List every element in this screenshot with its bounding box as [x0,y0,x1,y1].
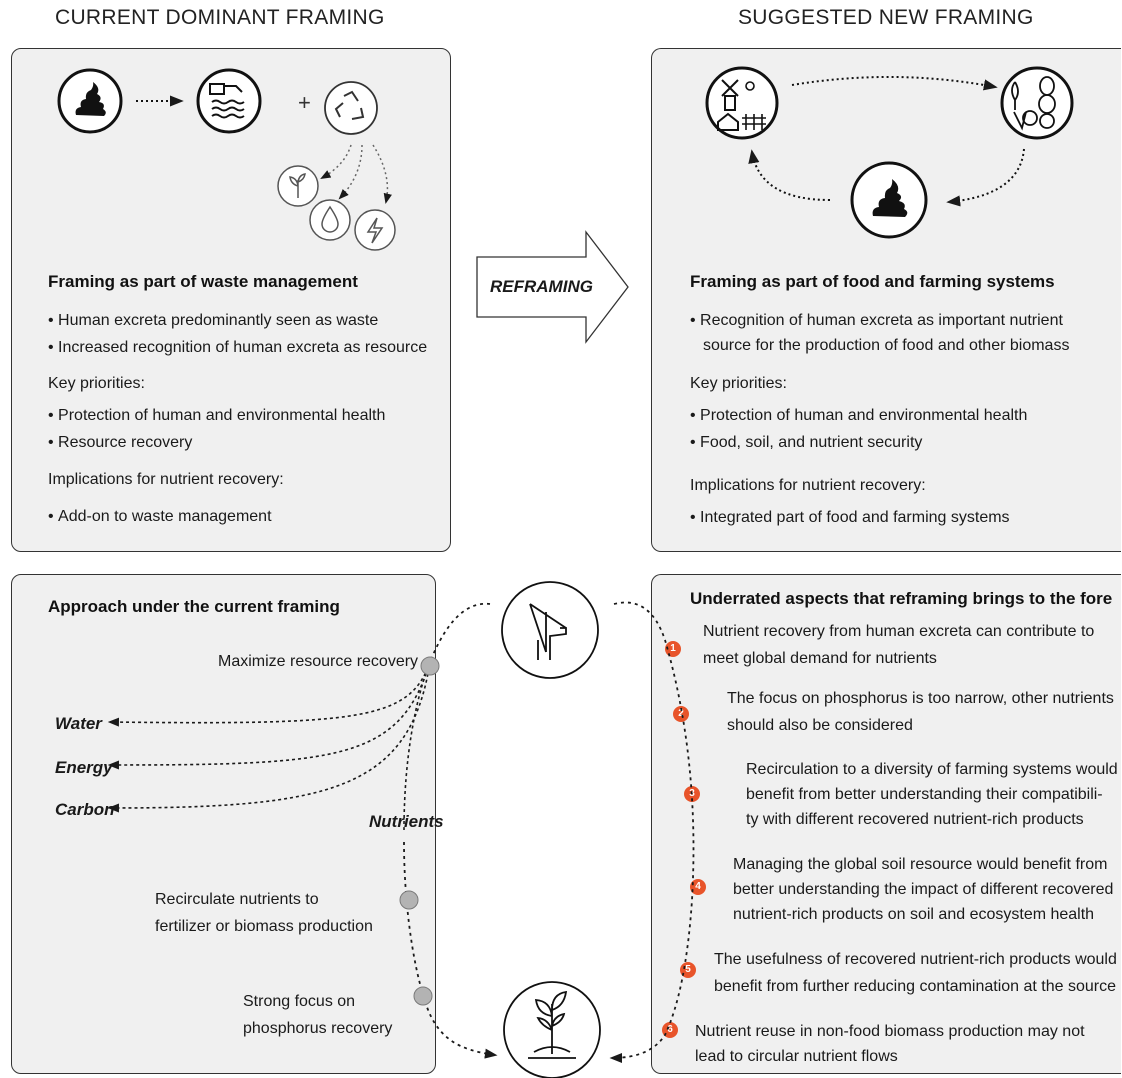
wastewater-icon [196,68,262,134]
nutrients-label: Nutrients [369,812,444,831]
header-suggested-framing: SUGGESTED NEW FRAMING [738,6,1034,29]
marker-maximize [420,656,440,676]
recycle-icon [324,81,378,135]
water-drop-icon [309,199,351,241]
food-icon [1000,66,1074,140]
cycle-excreta-icon [850,161,928,239]
svg-text:+: + [298,90,311,115]
output-energy: Energy [55,758,113,777]
waste-priority-2: Resource recovery [48,432,192,453]
toilet-icon [501,581,599,679]
aspect-badge-2: 2 [673,706,689,722]
aspect-4-line-3: nutrient-rich products on soil and ecosy… [733,906,1095,923]
waste-priorities-label: Key priorities: [48,375,145,392]
excreta-icon [57,68,123,134]
marker-recirculate [399,890,419,910]
food-priorities-label: Key priorities: [690,375,787,392]
marker-phosphorus [413,986,433,1006]
aspect-3-line-3: ty with different recovered nutrient-ric… [746,811,1084,828]
header-current-framing: CURRENT DOMINANT FRAMING [55,6,385,29]
recirculate-line-1: Recirculate nutrients to [155,891,319,908]
waste-bullet-2: Increased recognition of human excreta a… [48,337,427,358]
reframing-label: REFRAMING [490,277,593,296]
sprout-icon [503,981,601,1078]
output-carbon: Carbon [55,800,115,819]
aspect-6-line-1: Nutrient reuse in non-food biomass produ… [695,1023,1085,1040]
aspect-3-line-1: Recirculation to a diversity of farming … [746,761,1118,778]
aspect-badge-4: 4 [690,879,706,895]
food-implication-1: Integrated part of food and farming syst… [690,507,1010,528]
waste-implications-label: Implications for nutrient recovery: [48,471,284,488]
aspect-5-line-1: The usefulness of recovered nutrient-ric… [714,951,1117,968]
waste-bullet-1: Human excreta predominantly seen as wast… [48,310,378,331]
food-bullet-line-2: source for the production of food and ot… [703,337,1070,354]
food-framing-title: Framing as part of food and farming syst… [690,272,1055,291]
waste-priority-1: Protection of human and environmental he… [48,405,385,426]
waste-implication-1: Add-on to waste management [48,506,271,527]
food-bullet-line-1: Recognition of human excreta as importan… [690,310,1063,331]
aspect-badge-1: 1 [665,641,681,657]
approach-title: Approach under the current framing [48,597,340,616]
food-implications-label: Implications for nutrient recovery: [690,477,926,494]
farm-icon [705,66,779,140]
plant-icon [277,165,319,207]
aspect-6-line-2: lead to circular nutrient flows [695,1048,898,1065]
aspect-5-line-2: benefit from further reducing contaminat… [714,978,1116,995]
panel-underrated-aspects [651,574,1121,1074]
maximize-label: Maximize resource recovery [218,653,419,670]
aspect-3-line-2: benefit from better understanding their … [746,786,1103,803]
focus-line-2: phosphorus recovery [243,1020,393,1037]
output-water: Water [55,714,102,733]
aspect-4-line-1: Managing the global soil resource would … [733,856,1108,873]
energy-icon [354,209,396,251]
aspect-2-line-2: should also be considered [727,717,913,734]
food-priority-2: Food, soil, and nutrient security [690,432,922,453]
aspect-1-line-2: meet global demand for nutrients [703,650,937,667]
underrated-title: Underrated aspects that reframing brings… [690,589,1113,608]
aspect-1-line-1: Nutrient recovery from human excreta can… [703,623,1095,640]
aspect-4-line-2: better understanding the impact of diffe… [733,881,1114,898]
recirculate-line-2: fertilizer or biomass production [155,918,373,935]
aspect-2-line-1: The focus on phosphorus is too narrow, o… [727,690,1114,707]
food-priority-1: Protection of human and environmental he… [690,405,1027,426]
waste-framing-title: Framing as part of waste management [48,272,358,291]
panel-current-approach [11,574,436,1074]
focus-line-1: Strong focus on [243,993,356,1010]
